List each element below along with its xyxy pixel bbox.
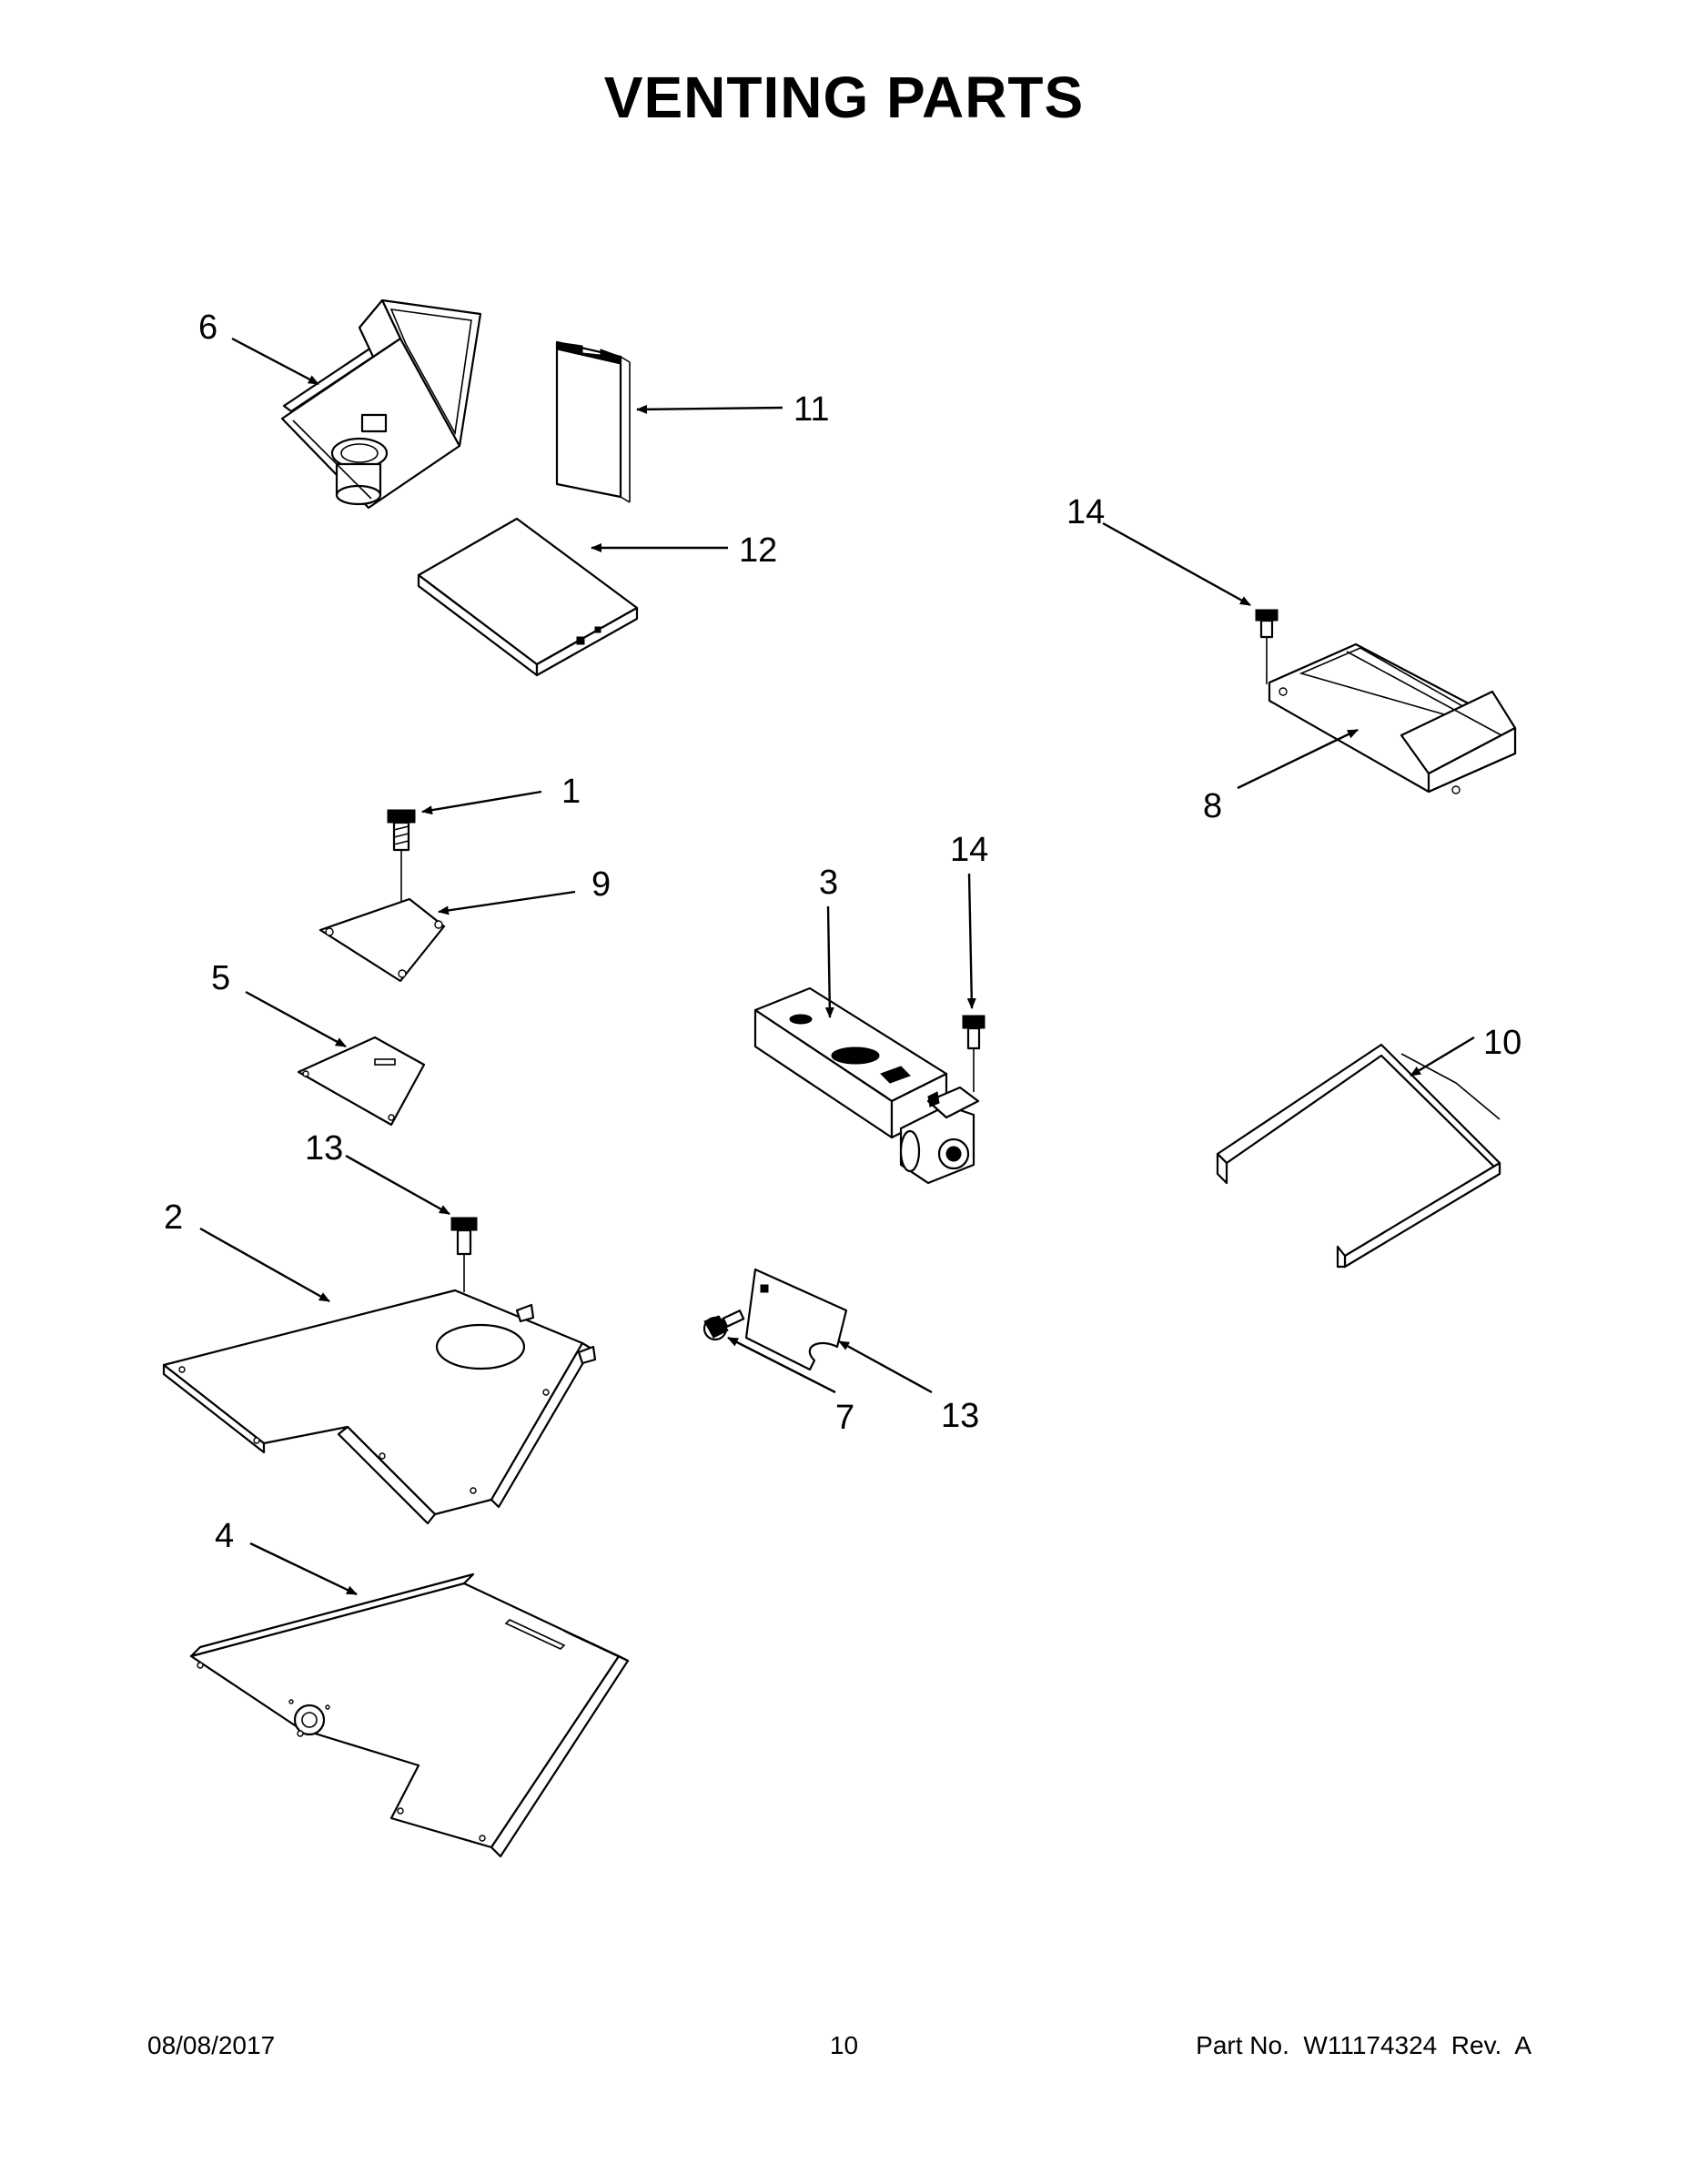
part-11-plate: [555, 340, 631, 503]
part-3-blower-assembly: [753, 986, 980, 1185]
callout-9: 9: [591, 865, 611, 904]
callout-6: 6: [198, 308, 217, 347]
part-5-plate: [297, 1036, 426, 1127]
callout-11: 11: [793, 390, 829, 429]
callout-10: 10: [1483, 1024, 1521, 1062]
callout-2: 2: [164, 1198, 183, 1237]
callout-4: 4: [215, 1517, 234, 1555]
callout-7: 7: [835, 1399, 854, 1437]
callout-labels: 6 11 12 14 8 1 9 5 3 14 10 13 2 7 13 4: [164, 308, 1521, 1555]
leader-lines: [199, 337, 1475, 1596]
part-14-screw-top-right: [1255, 609, 1279, 684]
part-13-plate: [744, 1268, 848, 1371]
part-14-screw-left: [450, 1217, 478, 1292]
part-9-plate: [318, 897, 446, 983]
footer-part-number: Part No. W11174324 Rev. A: [1196, 2031, 1531, 2059]
callout-5: 5: [211, 959, 230, 997]
callout-14-center: 14: [950, 831, 988, 869]
callout-3: 3: [819, 864, 838, 902]
callout-12: 12: [739, 531, 777, 570]
callout-14-top-right: 14: [1066, 493, 1105, 531]
part-6-vent-damper: [280, 298, 482, 510]
footer-page-number: 10: [829, 2031, 859, 2059]
callout-14-left: 13: [305, 1129, 343, 1168]
part-14-screw-center: [962, 1015, 986, 1092]
part-7-screw: [702, 1309, 745, 1341]
part-10-frame: [1216, 1043, 1501, 1269]
callout-8: 8: [1203, 787, 1222, 825]
footer-date: 08/08/2017: [147, 2031, 276, 2059]
callout-1: 1: [561, 773, 581, 811]
part-4-bottom-plate: [189, 1572, 630, 1858]
part-12-tray: [417, 517, 639, 677]
page-title: VENTING PARTS: [603, 65, 1085, 130]
callout-13: 13: [941, 1397, 979, 1435]
part-2-base-plate: [162, 1289, 597, 1525]
part-8-bracket: [1268, 642, 1517, 794]
